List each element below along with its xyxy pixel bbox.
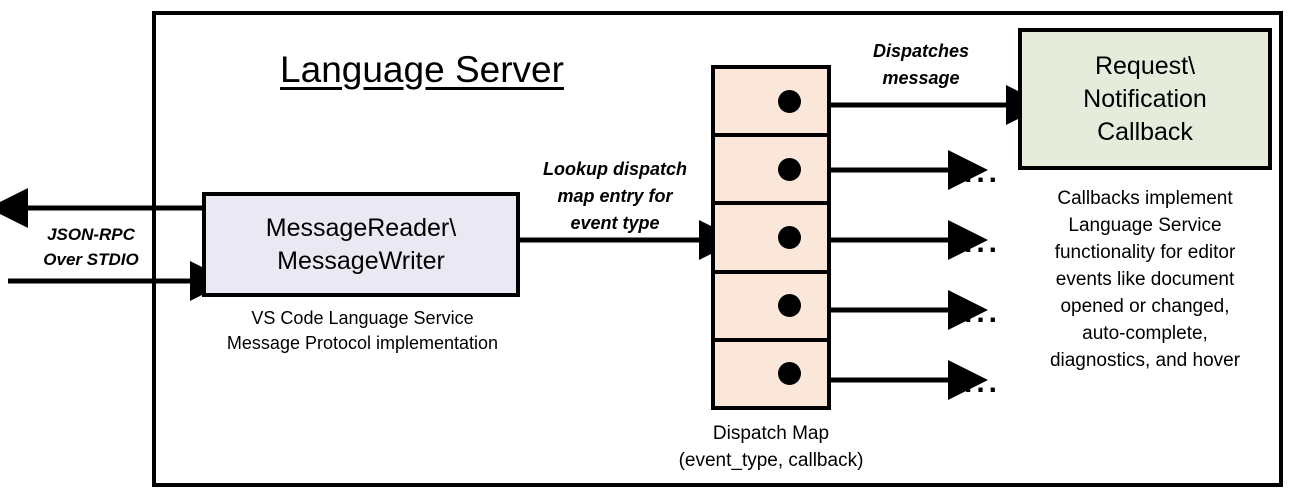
page-title: Language Server bbox=[280, 49, 564, 90]
dispatch-label-line2: message bbox=[882, 68, 960, 88]
message-caption-line1: VS Code Language Service bbox=[251, 308, 474, 328]
callback-pointer-dot-icon bbox=[778, 362, 801, 386]
lookup-edge-label: Lookup dispatch map entry for event type bbox=[520, 156, 710, 237]
dispatch-map-row[interactable] bbox=[715, 274, 827, 342]
ellipsis-row-4: ... bbox=[964, 296, 1002, 329]
callback-node[interactable]: Request\ Notification Callback bbox=[1018, 28, 1272, 170]
message-node-line2: MessageWriter bbox=[277, 246, 445, 275]
dispatch-label-line1: Dispatches bbox=[872, 41, 970, 61]
callback-pointer-dot-icon bbox=[778, 157, 801, 181]
dispatch-map-row[interactable] bbox=[715, 69, 827, 138]
message-node-line1: MessageReader\ bbox=[265, 213, 457, 242]
callback-node-line1: Request\ bbox=[1094, 51, 1196, 80]
dispatch-map-caption-line2: (event_type, callback) bbox=[678, 450, 864, 471]
callback-pointer-dot-icon bbox=[778, 226, 801, 249]
callback-caption-line3: functionality for editor bbox=[1054, 242, 1236, 263]
lookup-label-line3: event type bbox=[570, 213, 660, 233]
callback-caption-line1: Callbacks implement bbox=[1057, 188, 1233, 209]
dispatch-map-caption-line1: Dispatch Map bbox=[712, 423, 830, 444]
transport-label-line1: JSON-RPC bbox=[47, 225, 135, 244]
callback-node-caption: Callbacks implement Language Service fun… bbox=[1009, 185, 1281, 374]
dispatch-edge-label: Dispatches message bbox=[836, 38, 1006, 92]
callback-caption-line5: opened or changed, bbox=[1060, 296, 1230, 317]
transport-label-line2: Over STDIO bbox=[43, 250, 139, 269]
transport-label: JSON-RPC Over STDIO bbox=[16, 222, 166, 272]
dispatch-map-row[interactable] bbox=[715, 205, 827, 274]
message-node-caption: VS Code Language Service Message Protoco… bbox=[190, 306, 535, 356]
callback-caption-line7: diagnostics, and hover bbox=[1049, 350, 1241, 371]
callback-pointer-dot-icon bbox=[778, 89, 801, 113]
callback-caption-line4: events like document bbox=[1055, 269, 1235, 290]
lookup-label-line2: map entry for bbox=[557, 186, 673, 206]
ellipsis-row-3: ... bbox=[964, 226, 1002, 259]
ellipsis-row-2: ... bbox=[964, 156, 1002, 189]
lookup-label-line1: Lookup dispatch bbox=[543, 159, 687, 179]
callback-caption-line2: Language Service bbox=[1068, 215, 1222, 236]
callback-node-line2: Notification bbox=[1083, 84, 1207, 113]
dispatch-map-table[interactable] bbox=[711, 65, 831, 410]
message-caption-line2: Message Protocol implementation bbox=[226, 333, 499, 353]
callback-node-line3: Callback bbox=[1097, 117, 1193, 146]
dispatch-map-row[interactable] bbox=[715, 342, 827, 406]
dispatch-map-caption: Dispatch Map (event_type, callback) bbox=[655, 420, 887, 474]
message-reader-writer-node[interactable]: MessageReader\ MessageWriter bbox=[202, 192, 520, 297]
callback-caption-line6: auto-complete, bbox=[1082, 323, 1208, 344]
language-server-boundary bbox=[152, 11, 1283, 487]
ellipsis-row-5: ... bbox=[964, 366, 1002, 399]
callback-pointer-dot-icon bbox=[778, 294, 801, 318]
dispatch-map-row[interactable] bbox=[715, 137, 827, 206]
